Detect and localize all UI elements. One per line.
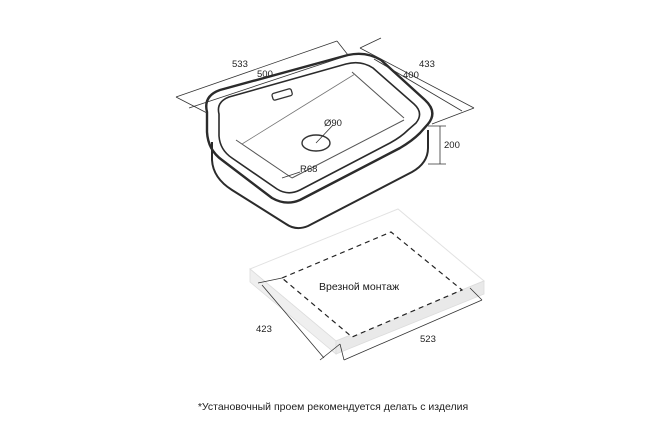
radius-leader [281, 171, 301, 179]
bowl-back-wall [241, 73, 356, 145]
sink-body [205, 52, 434, 230]
dim-cutout-length: 523 [420, 334, 436, 345]
sink-dimension-lines [175, 37, 475, 165]
dim-outer-length: 533 [232, 59, 248, 70]
overflow-plate [271, 88, 293, 101]
drain-hole [301, 134, 331, 152]
cutout-outline [280, 231, 464, 338]
footnote: *Установочный проем рекомендуется делать… [197, 401, 469, 413]
cutout-dimension-lines [257, 277, 483, 361]
corner-radius-label: R68 [300, 164, 317, 175]
dim-outer-width: 433 [419, 59, 435, 70]
dim-cutout-width: 423 [256, 324, 272, 335]
dim-inner-length: 500 [257, 69, 273, 80]
drain-leader [315, 124, 334, 144]
dim-depth: 200 [444, 140, 460, 151]
sink-rim-inner [217, 61, 421, 194]
bowl-floor-edge [235, 71, 405, 179]
cutout-label: Врезной монтаж [319, 281, 399, 293]
drain-diameter-label: Ø90 [324, 118, 342, 129]
dim-inner-width: 400 [403, 70, 419, 81]
countertop [249, 208, 485, 355]
sink-base-outline [211, 130, 429, 230]
